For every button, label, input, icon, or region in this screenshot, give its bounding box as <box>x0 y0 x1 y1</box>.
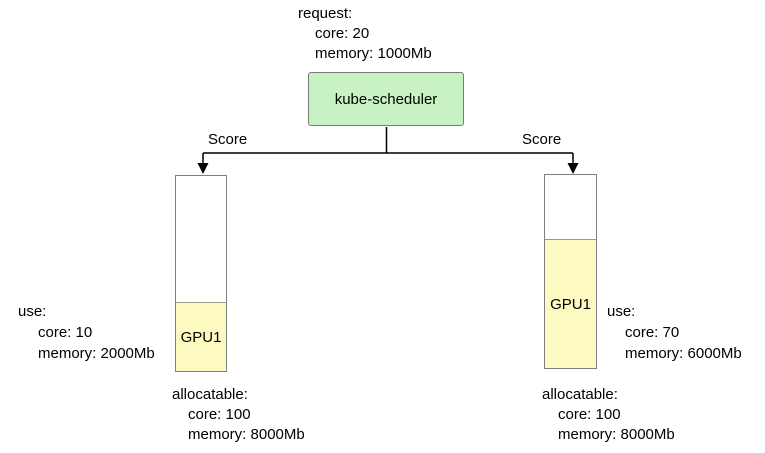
right-allocatable-core: core: 100 <box>558 406 621 423</box>
right-use-core: core: 70 <box>625 324 680 341</box>
left-allocatable-title: allocatable: <box>172 386 248 403</box>
right-use-memory: memory: 6000Mb <box>625 345 742 362</box>
right-arrowhead-icon <box>567 163 579 174</box>
left-allocatable-memory: memory: 8000Mb <box>188 426 305 443</box>
left-use-memory: memory: 2000Mb <box>38 345 155 362</box>
left-gpu-segment: GPU1 <box>176 302 226 371</box>
right-gpu-label: GPU1 <box>550 295 591 313</box>
request-block: request: core: 20 memory: 1000Mb <box>298 4 432 64</box>
left-use-block: use: core: 10 memory: 2000Mb <box>18 301 155 364</box>
right-use-title: use: <box>607 303 636 320</box>
left-allocatable-core: core: 100 <box>188 406 251 423</box>
request-title: request: <box>298 5 353 22</box>
left-allocatable-block: allocatable: core: 100 memory: 8000Mb <box>172 385 305 445</box>
left-node-box: GPU1 <box>175 175 227 372</box>
left-arrowhead-icon <box>197 163 209 174</box>
right-allocatable-title: allocatable: <box>542 386 618 403</box>
left-use-core: core: 10 <box>38 324 93 341</box>
kube-scheduler-label: kube-scheduler <box>334 90 438 108</box>
right-gpu-segment: GPU1 <box>545 239 596 368</box>
left-score-label: Score <box>208 131 248 148</box>
left-use-title: use: <box>18 303 47 320</box>
kube-scheduler-node: kube-scheduler <box>308 72 464 126</box>
edge-path <box>202 127 574 164</box>
right-allocatable-memory: memory: 8000Mb <box>558 426 675 443</box>
right-node-box: GPU1 <box>544 174 597 369</box>
left-gpu-label: GPU1 <box>180 328 222 346</box>
right-score-label: Score <box>522 131 562 148</box>
right-use-block: use: core: 70 memory: 6000Mb <box>607 301 742 364</box>
request-memory: memory: 1000Mb <box>315 45 432 62</box>
request-core: core: 20 <box>315 25 370 42</box>
right-allocatable-block: allocatable: core: 100 memory: 8000Mb <box>542 385 675 445</box>
